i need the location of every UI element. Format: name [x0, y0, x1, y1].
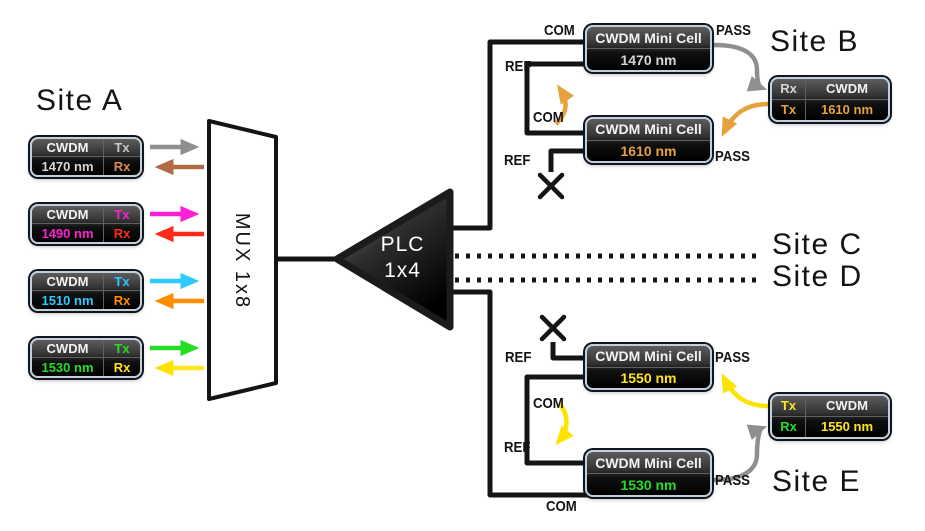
- plc-label-line2: 1x4: [384, 259, 421, 282]
- mux-1x8-shape: [207, 119, 278, 401]
- minicell-wavelength: 1610 nm: [620, 142, 677, 159]
- rx-port-label: Rx: [772, 416, 806, 437]
- minicell-wavelength: 1530 nm: [620, 476, 677, 493]
- com-label-b-mid: COM: [533, 109, 564, 126]
- cwdm-transceiver-site-b: Rx CWDM Tx 1610 nm: [770, 77, 890, 122]
- mux-label: MUX 1x8: [231, 212, 254, 310]
- minicell-title: CWDM Mini Cell: [587, 27, 710, 49]
- pass1530-to-rx-arrow: [713, 424, 768, 483]
- tx-port-label: Tx: [772, 396, 806, 417]
- com-label-e-bottom: COM: [546, 498, 577, 515]
- plc-to-site-e-fiber: [440, 289, 592, 498]
- tx-to-pass1610-arrow: [721, 101, 769, 137]
- pass-label-b-lower: PASS: [715, 148, 750, 165]
- module-brand: CWDM: [32, 273, 104, 291]
- cwdm-transceiver-1510: CWDM Tx 1510 nm Rx: [30, 271, 142, 311]
- plc-label-line1: PLC: [380, 233, 425, 256]
- tx-port-label: Tx: [104, 273, 140, 291]
- module-brand: CWDM: [32, 139, 104, 157]
- module-wavelength: 1550 nm: [820, 419, 874, 435]
- cwdm-mini-cell-1610: CWDM Mini Cell 1610 nm: [585, 117, 712, 163]
- cwdm-transceiver-1530: CWDM Tx 1530 nm Rx: [30, 338, 142, 378]
- module-wavelength: 1470 nm: [32, 157, 104, 175]
- rx-port-label: Rx: [113, 292, 131, 308]
- ref-label-b-lower: REF: [504, 152, 531, 169]
- com1550-to-ref1530-fiber: [524, 374, 592, 466]
- module-brand: CWDM: [806, 79, 888, 100]
- site-e-title: Site E: [772, 465, 862, 498]
- cwdm-mini-cell-1550: CWDM Mini Cell 1550 nm: [585, 344, 712, 390]
- site-b-upstream-flow-arrow: [554, 84, 575, 126]
- pass-label-e-lower: PASS: [715, 472, 750, 489]
- module-wavelength: 1530 nm: [32, 358, 104, 376]
- module-brand: CWDM: [806, 396, 888, 417]
- module-brand: CWDM: [32, 206, 104, 224]
- rx-port-label: Rx: [772, 79, 806, 100]
- ref1550-to-terminator-fiber: [550, 342, 592, 361]
- plc-1x4-shape: [333, 188, 454, 331]
- minicell-title: CWDM Mini Cell: [587, 452, 710, 474]
- com-label-b-top: COM: [544, 22, 575, 39]
- site-b-title: Site B: [770, 25, 860, 58]
- plc-to-site-b-fiber: [440, 39, 592, 231]
- ref-label-e-top: REF: [505, 349, 532, 366]
- tx-port-label: Tx: [104, 340, 140, 358]
- minicell-wavelength: 1470 nm: [620, 51, 677, 68]
- cwdm-transceiver-1470: CWDM Tx 1470 nm Rx: [30, 137, 142, 177]
- tx-port-label: Tx: [772, 99, 806, 120]
- cwdm-mini-cell-1470: CWDM Mini Cell 1470 nm: [585, 25, 712, 72]
- com-label-e-mid: COM: [533, 395, 564, 412]
- module-wavelength: 1610 nm: [820, 102, 874, 118]
- ref-label-e-lower: REF: [504, 439, 531, 456]
- ref-label-b-upper: REF: [505, 58, 532, 75]
- site-e-downstream-flow-arrow: [555, 401, 574, 446]
- site-d-title: Site D: [772, 260, 863, 293]
- tx-to-pass1550-arrow: [721, 373, 769, 409]
- pass1470-to-rx-arrow: [713, 42, 768, 92]
- ref1470-to-com1610-fiber: [524, 61, 592, 136]
- ref1610-to-terminator-fiber: [548, 148, 592, 172]
- pass-label-b-top: PASS: [716, 22, 751, 39]
- tx-port-label: Tx: [104, 139, 140, 157]
- cwdm-transceiver-site-e: Tx CWDM Rx 1550 nm: [770, 394, 890, 439]
- module-brand: CWDM: [32, 340, 104, 358]
- minicell-wavelength: 1550 nm: [620, 369, 677, 386]
- minicell-title: CWDM Mini Cell: [587, 346, 710, 368]
- pass-label-e-top: PASS: [715, 349, 750, 366]
- rx-port-label: Rx: [113, 158, 131, 174]
- site-c-title: Site C: [772, 228, 863, 261]
- cwdm-mini-cell-1530: CWDM Mini Cell 1530 nm: [585, 450, 712, 497]
- rx-port-label: Rx: [113, 359, 131, 375]
- terminator-x-icon: [539, 314, 567, 342]
- module-wavelength: 1490 nm: [32, 224, 104, 242]
- tx-port-label: Tx: [104, 206, 140, 224]
- rx-port-label: Rx: [113, 225, 131, 241]
- site-a-title: Site A: [36, 84, 124, 117]
- cwdm-transceiver-1490: CWDM Tx 1490 nm Rx: [30, 204, 142, 244]
- plc-label: PLC 1x4: [365, 232, 440, 284]
- minicell-title: CWDM Mini Cell: [587, 119, 710, 141]
- module-wavelength: 1510 nm: [32, 291, 104, 309]
- terminator-x-icon: [537, 172, 565, 200]
